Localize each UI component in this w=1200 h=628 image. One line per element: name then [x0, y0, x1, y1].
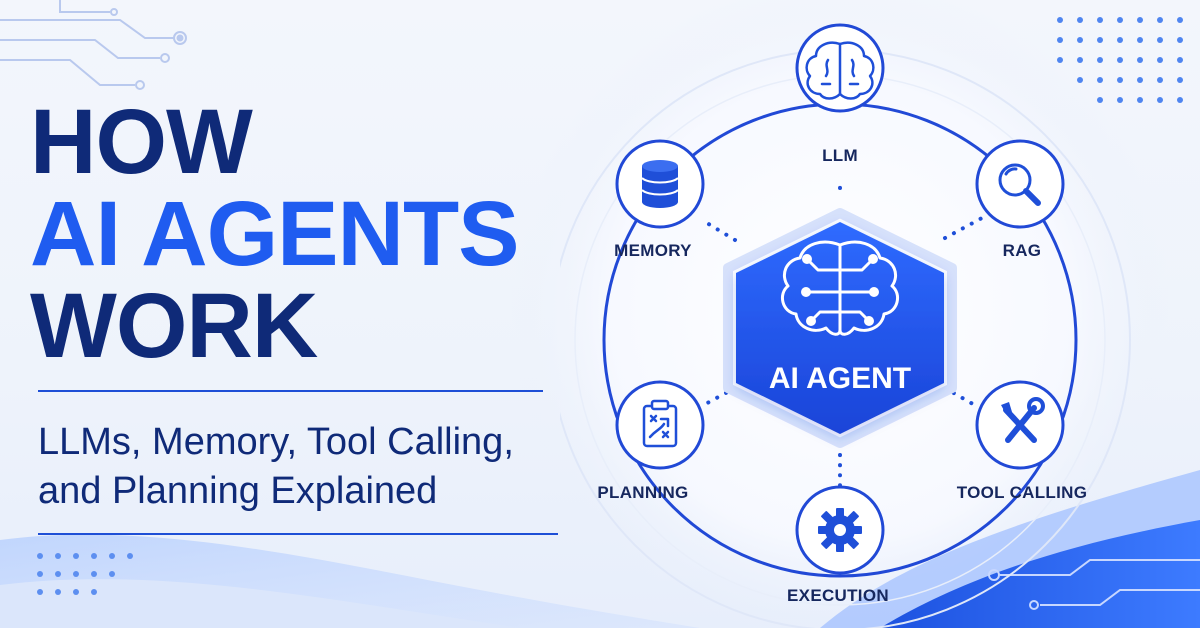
- node-planning: PLANNING: [597, 380, 705, 502]
- circuit-traces: [0, 0, 187, 90]
- wave-bottom-left-deep: [0, 579, 520, 628]
- node-llm: LLM: [795, 23, 885, 165]
- wrench-screwdriver-icon: [1001, 397, 1045, 443]
- magnifier-icon: [998, 163, 1041, 206]
- dot-grid-top-right: [1057, 17, 1183, 103]
- ai-agent-diagram: AI AGENT LLM RAG: [560, 23, 1131, 628]
- headline: HOW AI AGENTS WORK: [30, 91, 520, 377]
- headline-line-1: HOW: [30, 91, 253, 193]
- center-label: AI AGENT: [769, 362, 911, 395]
- brain-circuit-icon: [780, 240, 900, 336]
- circuit-traces-bottom-right: [988, 559, 1200, 610]
- node-rag-label: RAG: [1003, 241, 1042, 260]
- center-node: AI AGENT: [723, 208, 957, 448]
- connector-lines: [698, 176, 984, 492]
- node-memory: MEMORY: [614, 139, 705, 260]
- dot-grid-bottom-left: [37, 553, 133, 595]
- node-memory-label: MEMORY: [614, 241, 692, 260]
- node-llm-label: LLM: [822, 146, 858, 165]
- divider-top: [38, 390, 543, 392]
- brain-icon: [805, 41, 875, 100]
- subtitle: LLMs, Memory, Tool Calling, and Planning…: [38, 418, 514, 517]
- subtitle-line-2: and Planning Explained: [38, 470, 438, 513]
- node-execution: EXECUTION: [787, 485, 889, 605]
- node-rag: RAG: [975, 139, 1065, 260]
- node-execution-label: EXECUTION: [787, 586, 889, 605]
- database-icon: [641, 160, 679, 208]
- divider-bottom: [38, 533, 558, 535]
- subtitle-line-1: LLMs, Memory, Tool Calling,: [38, 421, 514, 463]
- headline-line-2: AI AGENTS: [30, 183, 520, 285]
- headline-line-3: WORK: [30, 275, 318, 377]
- node-planning-label: PLANNING: [597, 483, 688, 502]
- gear-icon: [818, 508, 862, 552]
- node-tool-calling-label: TOOL CALLING: [957, 483, 1087, 502]
- clipboard-plan-icon: [642, 399, 678, 448]
- node-tool-calling: TOOL CALLING: [957, 380, 1087, 502]
